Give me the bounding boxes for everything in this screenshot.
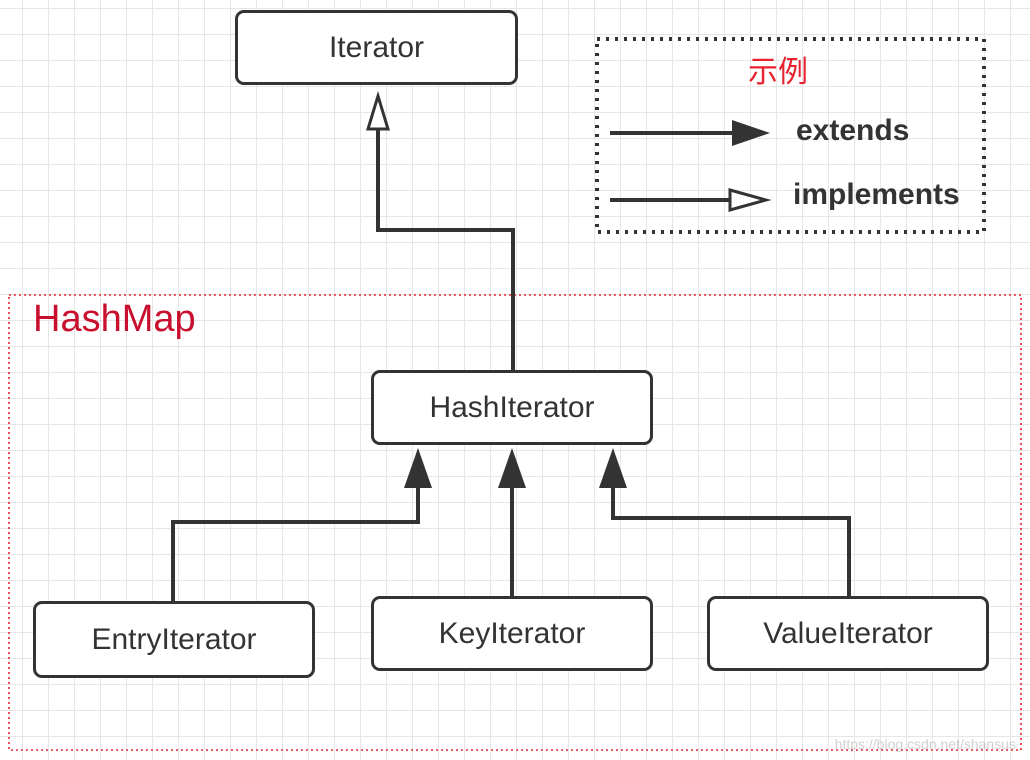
iterator-label: Iterator <box>328 30 425 64</box>
edge-entryiterator-extends-hashiterator <box>171 448 432 601</box>
entryiterator-node: EntryIterator <box>33 601 315 678</box>
hashiterator-label: HashIterator <box>429 390 595 424</box>
edge-valueiterator-extends-hashiterator <box>599 448 851 596</box>
hashmap-region-label: HashMap <box>33 298 196 340</box>
iterator-node: Iterator <box>235 10 518 85</box>
legend-extends-label: extends <box>796 114 910 147</box>
entryiterator-label: EntryIterator <box>91 622 257 656</box>
legend-implements-arrow <box>610 188 772 212</box>
valueiterator-node: ValueIterator <box>707 596 989 671</box>
keyiterator-label: KeyIterator <box>438 616 586 650</box>
hashiterator-node: HashIterator <box>371 370 653 445</box>
legend-extends-arrow <box>610 120 770 146</box>
valueiterator-label: ValueIterator <box>763 616 933 650</box>
edge-hashiterator-implements-iterator <box>365 90 515 370</box>
legend-implements-label: implements <box>793 178 960 211</box>
edge-keyiterator-extends-hashiterator <box>498 448 526 596</box>
watermark-text: https://blog.csdn.net/shansus <box>834 736 1016 752</box>
legend-title: 示例 <box>748 55 808 90</box>
keyiterator-node: KeyIterator <box>371 596 653 671</box>
legend-box-border <box>595 37 986 234</box>
